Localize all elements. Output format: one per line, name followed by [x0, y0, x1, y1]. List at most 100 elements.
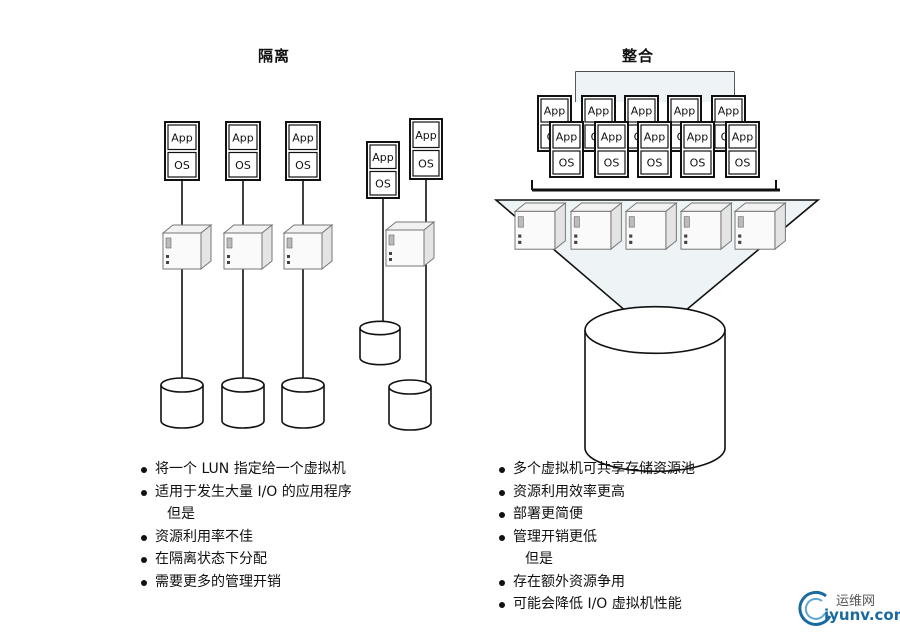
- app-label: App: [732, 131, 754, 144]
- cylinder-top: [281, 377, 325, 393]
- cylinder-top: [160, 377, 204, 393]
- os-label: OS: [418, 157, 434, 170]
- pooled-server: [513, 201, 567, 251]
- consolidation-bullet-list: 多个虚拟机可共享存储资源池资源利用效率更高部署更简便管理开销更低但是存在额外资源…: [499, 458, 695, 616]
- app-box: [640, 124, 669, 149]
- right-bullet-item: 资源利用效率更高: [499, 481, 695, 504]
- isolated-server: [282, 223, 334, 271]
- server-led: [389, 258, 392, 261]
- os-box: [640, 150, 669, 175]
- app-box: [597, 124, 626, 149]
- os-box: [597, 150, 626, 175]
- server-side: [554, 201, 566, 251]
- os-box: [369, 170, 397, 196]
- isolated-lun: [221, 377, 265, 429]
- server-led: [518, 234, 522, 238]
- app-label: App: [415, 129, 437, 142]
- server-front: [283, 232, 323, 270]
- server-drive-bay: [165, 237, 172, 249]
- watermark-logo-icon: [798, 590, 832, 626]
- cylinder-body: [584, 330, 726, 473]
- app-label: App: [232, 131, 254, 144]
- pooled-server: [624, 201, 678, 251]
- app-label: App: [544, 105, 566, 118]
- os-label: OS: [647, 157, 663, 170]
- server-side: [774, 201, 786, 251]
- server-drive-bay: [388, 234, 395, 246]
- watermark-en: iyunv.com: [824, 606, 900, 624]
- app-box: [228, 124, 258, 151]
- isolated-lun: [359, 320, 401, 366]
- app-label: App: [718, 105, 740, 118]
- os-label: OS: [375, 177, 391, 190]
- server-drive-bay: [628, 216, 635, 228]
- server-led: [738, 234, 742, 238]
- app-box: [728, 124, 757, 149]
- server-side: [720, 201, 732, 251]
- server-led: [287, 255, 290, 258]
- server-led: [166, 255, 169, 258]
- left-bullet-item: 需要更多的管理开销: [141, 571, 352, 594]
- server-led: [738, 240, 742, 244]
- pooled-server: [733, 201, 787, 251]
- os-label: OS: [735, 157, 751, 170]
- cylinder-top: [359, 320, 401, 336]
- left-bullet-item: 但是: [167, 506, 195, 522]
- server-led: [518, 240, 522, 244]
- server-side: [423, 220, 435, 268]
- app-label: App: [292, 131, 314, 144]
- os-label: OS: [174, 159, 190, 172]
- pooled-server: [679, 201, 733, 251]
- server-led: [574, 234, 578, 238]
- server-drive-bay: [573, 216, 580, 228]
- server-side: [200, 223, 212, 271]
- os-label: OS: [604, 157, 620, 170]
- os-label: OS: [235, 159, 251, 172]
- right-bullet-item: 存在额外资源争用: [499, 571, 695, 594]
- server-drive-bay: [683, 216, 690, 228]
- server-led: [684, 240, 688, 244]
- app-label: App: [631, 105, 653, 118]
- app-label: App: [644, 131, 666, 144]
- cylinder-body: [221, 385, 265, 429]
- app-label: App: [674, 105, 696, 118]
- server-drive-bay: [286, 237, 293, 249]
- app-box: [552, 124, 581, 149]
- right-bullet-item: 可能会降低 I/O 虚拟机性能: [499, 593, 695, 616]
- server-led: [166, 261, 169, 264]
- cylinder-body: [359, 328, 401, 366]
- app-label: App: [687, 131, 709, 144]
- os-box: [288, 151, 318, 178]
- watermark: 运维网 iyunv.com: [796, 588, 900, 628]
- server-side: [610, 201, 622, 251]
- os-box: [552, 150, 581, 175]
- right-bullet-item: 但是: [525, 551, 553, 567]
- os-box: [167, 151, 197, 178]
- isolated-lun: [160, 377, 204, 429]
- isolated-server: [161, 223, 213, 271]
- isolated-server: [384, 220, 436, 268]
- cylinder-body: [160, 385, 204, 429]
- app-box: [167, 124, 197, 151]
- right-bullet-item: 部署更简便: [499, 503, 695, 526]
- os-label: OS: [295, 159, 311, 172]
- server-led: [629, 240, 633, 244]
- server-side: [321, 223, 333, 271]
- os-box: [412, 149, 440, 177]
- server-side: [665, 201, 677, 251]
- server-drive-bay: [737, 216, 744, 228]
- cylinder-top: [221, 377, 265, 393]
- left-bullet-item: 将一个 LUN 指定给一个虚拟机: [141, 458, 352, 481]
- os-box: [728, 150, 757, 175]
- os-box: [228, 151, 258, 178]
- pooled-server: [569, 201, 623, 251]
- app-box: [412, 121, 440, 149]
- isolation-bullet-list: 将一个 LUN 指定给一个虚拟机适用于发生大量 I/O 的应用程序但是资源利用率…: [141, 458, 352, 593]
